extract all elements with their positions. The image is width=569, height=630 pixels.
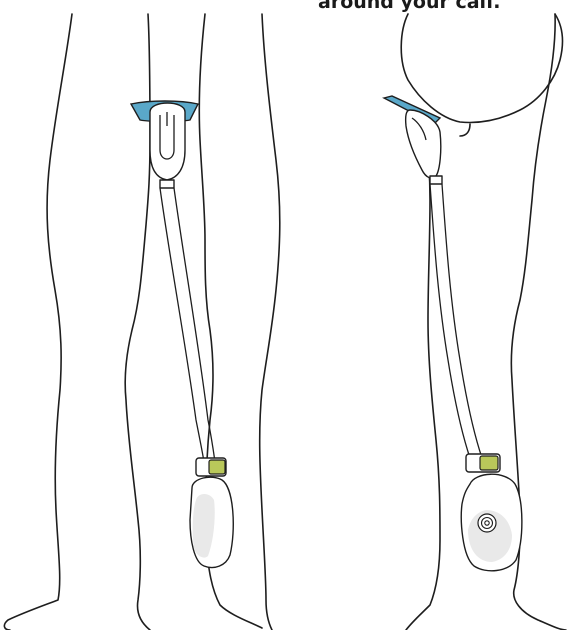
side-leg-with-catheter-icon xyxy=(384,14,566,630)
front-leg-with-catheter-icon xyxy=(4,14,279,630)
